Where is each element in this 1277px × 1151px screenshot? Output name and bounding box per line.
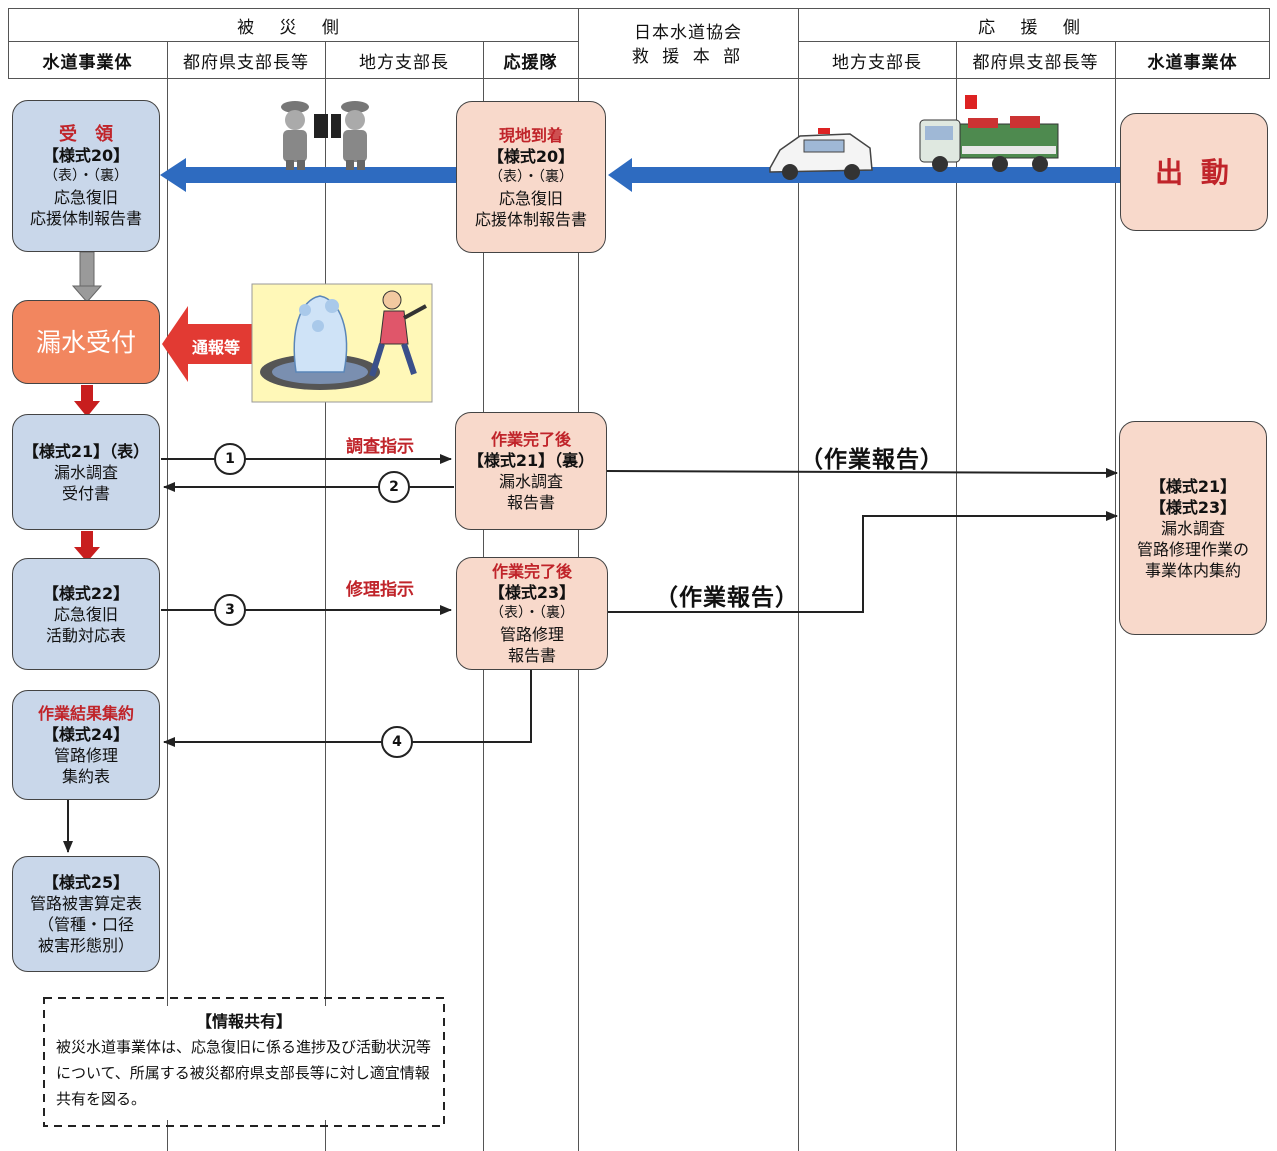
hq-header-line2: 救 援 本 部 (631, 46, 745, 67)
arrival-form: 【様式20】 (487, 146, 575, 166)
arrival-sides: （表）・（裏） (489, 168, 573, 185)
blue-arrow-arrival (160, 158, 458, 192)
step-3-marker: 3 (214, 594, 246, 626)
info-box-body: 被災水道事業体は、応急復旧に係る進捗及び活動状況等について、所属する被災都府県支… (56, 1038, 432, 1108)
col-header-prefecture-support: 都府県支部長等 (972, 52, 1099, 73)
summary-right-line2: 管路修理作業の (1136, 539, 1249, 559)
survey-car-icon (769, 128, 873, 180)
arrow-work-report-1 (606, 467, 1118, 478)
result-summary-line2: 集約表 (61, 767, 110, 786)
form22-line2: 活動対応表 (45, 625, 126, 645)
form21-line2: 受付書 (61, 483, 110, 503)
after-work-2-line2: 報告書 (507, 646, 556, 665)
leak-illustration (251, 283, 433, 403)
dispatch-title: 出 動 (1155, 155, 1233, 189)
form21-box: 【様式21】（表） 漏水調査 受付書 (12, 414, 160, 530)
info-box-title: 【情報共有】 (195, 1012, 292, 1031)
col-header-regional-support: 地方支部長 (832, 52, 922, 73)
lane-divider-1 (167, 41, 168, 1151)
notify-label: 通報等 (192, 338, 241, 357)
after-work-1-box: 作業完了後 【様式21】（裏） 漏水調査 報告書 (455, 412, 607, 530)
info-box-border (43, 997, 445, 1127)
leak-reception-box: 漏水受付 (12, 300, 160, 384)
red-down-arrow-2 (74, 531, 100, 562)
staff-handover-icon (281, 101, 369, 170)
after-work-2-sides: （表）・（裏） (490, 605, 574, 621)
lane-divider-2 (325, 41, 326, 1151)
arrival-line1: 応急復旧 (498, 188, 563, 208)
col-header-support-team: 応援隊 (503, 52, 558, 73)
col-header-regional-affected: 地方支部長 (359, 52, 449, 73)
lane-border-left (8, 8, 9, 78)
form25-line2: （管種・口径 (37, 915, 134, 934)
result-summary-line1: 管路修理 (53, 746, 118, 765)
receipt-box: 受 領 【様式20】 （表）・（裏） 応急復旧 応援体制報告書 (12, 100, 160, 252)
summary-right-form2: 【様式23】 (1149, 497, 1237, 517)
header-mid-line-right (798, 41, 1270, 42)
form25-line3: 被害形態別） (37, 936, 134, 955)
form25-form: 【様式25】 (42, 873, 130, 892)
receipt-form: 【様式20】 (42, 145, 130, 165)
col-header-prefecture-affected: 都府県支部長等 (183, 52, 309, 73)
result-summary-form: 【様式24】 (42, 725, 130, 744)
after-work-2-box: 作業完了後 【様式23】 （表）・（裏） 管路修理 報告書 (456, 557, 608, 670)
step-1-marker: 1 (214, 443, 246, 475)
work-report-label-1: （作業報告） (800, 447, 944, 473)
receipt-title: 受 領 (59, 123, 113, 145)
arrival-box: 現地到着 【様式20】 （表）・（裏） 応急復旧 応援体制報告書 (456, 101, 606, 253)
form21-line1: 漏水調査 (53, 462, 118, 482)
col-header-utility-affected: 水道事業体 (42, 52, 133, 73)
after-work-2-line1: 管路修理 (499, 625, 564, 644)
survey-instruction-label: 調査指示 (346, 437, 414, 457)
header-mid-line-left (8, 41, 578, 42)
header-bottom-line (8, 78, 1270, 79)
result-summary-box: 作業結果集約 【様式24】 管路修理 集約表 (12, 690, 160, 800)
lane-divider-6 (956, 41, 957, 1151)
form22-line1: 応急復旧 (53, 604, 118, 624)
receipt-line1: 応急復旧 (53, 187, 118, 207)
red-down-arrow-1 (74, 385, 100, 417)
summary-right-form1: 【様式21】 (1149, 476, 1237, 496)
work-report-label-2: （作業報告） (655, 585, 799, 611)
after-work-2-title: 作業完了後 (491, 562, 572, 581)
lane-divider-5 (798, 8, 799, 1151)
after-work-2-form: 【様式23】 (488, 583, 576, 602)
after-work-1-title: 作業完了後 (490, 430, 571, 449)
summary-right-line1: 漏水調査 (1160, 518, 1225, 538)
arrow-step4 (163, 670, 532, 747)
after-work-1-line1: 漏水調査 (498, 472, 563, 491)
after-work-1-form: 【様式21】（裏） (467, 451, 595, 470)
form25-box: 【様式25】 管路被害算定表 （管種・口径 被害形態別） (12, 856, 160, 972)
col-header-utility-support: 水道事業体 (1147, 52, 1238, 73)
header-top-line (8, 8, 1270, 9)
receipt-line2: 応援体制報告書 (29, 208, 142, 228)
water-truck-icon (919, 95, 1059, 172)
arrival-title: 現地到着 (498, 125, 563, 145)
gray-down-arrow (71, 251, 103, 303)
dispatch-box: 出 動 (1120, 113, 1268, 231)
receipt-sides: （表）・（裏） (44, 167, 128, 184)
form21-form: 【様式21】（表） (22, 441, 150, 461)
arrival-line2: 応援体制報告書 (474, 209, 587, 229)
after-work-1-line2: 報告書 (506, 493, 555, 512)
red-notify-arrow (162, 306, 256, 382)
hq-header-line1: 日本水道協会 (634, 22, 742, 43)
form25-line1: 管路被害算定表 (29, 894, 142, 913)
arrow-work-report-2 (607, 511, 1118, 613)
step-2-marker: 2 (378, 471, 410, 503)
support-side-header: 応 援 側 (978, 17, 1090, 38)
lane-divider-7 (1115, 41, 1116, 1151)
form22-form: 【様式22】 (42, 583, 130, 603)
result-summary-title: 作業結果集約 (37, 704, 134, 723)
lane-border-right (1269, 8, 1270, 78)
leak-reception-title: 漏水受付 (35, 327, 136, 357)
info-box: 【情報共有】 被災水道事業体は、応急復旧に係る進捗及び活動状況等について、所属す… (50, 1006, 438, 1120)
affected-side-header: 被 災 側 (237, 17, 349, 38)
step-4-marker: 4 (381, 726, 413, 758)
repair-instruction-label: 修理指示 (346, 580, 414, 600)
form22-box: 【様式22】 応急復旧 活動対応表 (12, 558, 160, 670)
summary-right-box: 【様式21】 【様式23】 漏水調査 管路修理作業の 事業体内集約 (1119, 421, 1267, 635)
summary-right-line3: 事業体内集約 (1144, 560, 1241, 580)
